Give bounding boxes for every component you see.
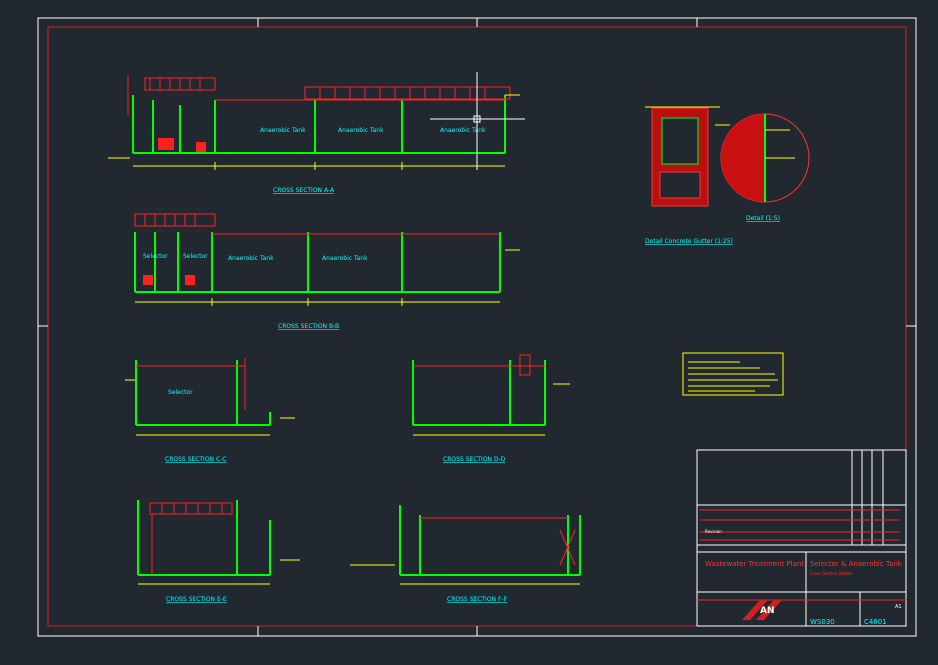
company-logo: AN [742, 600, 782, 620]
drawing-code: C4801 [864, 618, 887, 626]
tank-label-b1: Anaerobic Tank [228, 255, 274, 262]
tank-label-a2: Anaerobic Tank [338, 127, 384, 134]
section-title-b-b: CROSS SECTION B-B [278, 323, 339, 330]
detail-circle: Detail (1:5) [720, 113, 810, 222]
section-c-c: Selector CROSS SECTION C-C [125, 358, 295, 463]
section-e-e: CROSS SECTION E-E [137, 500, 300, 603]
section-title-f-f: CROSS SECTION F-F [447, 596, 508, 603]
title-sheet: Selector & Anaerobic Tank [810, 560, 903, 568]
section-f-f: CROSS SECTION F-F [350, 505, 581, 603]
logo-text: AN [760, 606, 775, 616]
title-sheet-sub: Cross Section Details [810, 571, 852, 576]
section-title-d-d: CROSS SECTION D-D [443, 456, 506, 463]
section-d-d: CROSS SECTION D-D [412, 354, 570, 463]
drawing-number: WS030 [810, 618, 835, 626]
title-project: Wastewater Treatment Plant [705, 560, 804, 568]
detail-concrete-gutter: Detail Concrete Gutter (1:25) [645, 106, 733, 245]
selector-label-c: Selector [168, 389, 193, 396]
selector-label-b2: Selector [183, 253, 208, 260]
title-block: Wastewater Treatment Plant Selector & An… [696, 449, 907, 627]
section-title-c-c: CROSS SECTION C-C [165, 456, 227, 463]
section-b-b: Selector Selector Anaerobic Tank Anaerob… [134, 213, 520, 330]
detail-title-circle: Detail (1:5) [746, 215, 780, 222]
tank-label-a1: Anaerobic Tank [260, 127, 306, 134]
section-title-a-a: CROSS SECTION A-A [273, 187, 335, 194]
selector-label-b1: Selector [143, 253, 168, 260]
tank-label-a3: Anaerobic Tank [440, 127, 486, 134]
detail-title-gutter: Detail Concrete Gutter (1:25) [645, 238, 733, 245]
cad-cursor [430, 72, 525, 170]
section-title-e-e: CROSS SECTION E-E [166, 596, 227, 603]
general-notes-box [682, 352, 784, 396]
section-a-a: Anaerobic Tank Anaerobic Tank Anaerobic … [108, 75, 520, 194]
tank-label-b2: Anaerobic Tank [322, 255, 368, 262]
sheet-frame [37, 17, 917, 637]
revision-label: Revision [705, 529, 722, 534]
sheet-scale: A1 [895, 604, 902, 610]
